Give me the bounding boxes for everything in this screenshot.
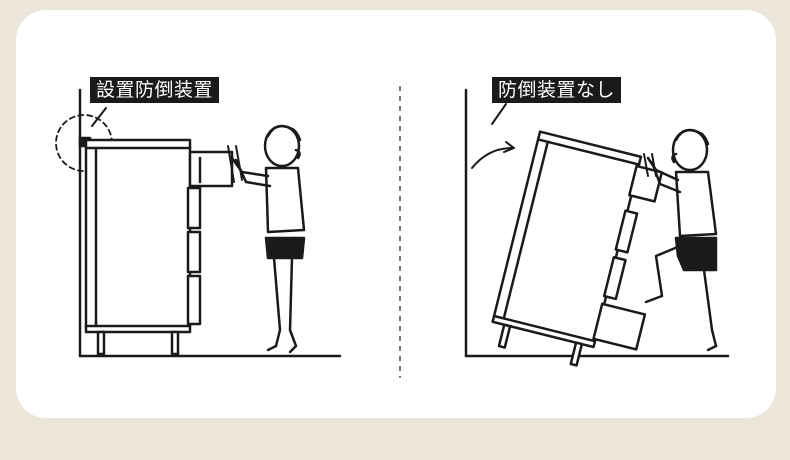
left-panel-drawing — [55, 88, 342, 358]
label-pointer — [91, 107, 107, 127]
upright-dresser — [84, 138, 234, 356]
tipping-arrow — [471, 147, 513, 169]
label-with-device: 設置防倒装置 — [90, 77, 220, 103]
tipping-dresser — [491, 130, 664, 367]
label-without-device: 防倒装置なし — [492, 77, 622, 103]
label-pointer-right — [491, 103, 507, 125]
standing-child — [227, 124, 306, 354]
climbing-child — [643, 128, 718, 352]
right-panel-drawing — [464, 88, 730, 367]
